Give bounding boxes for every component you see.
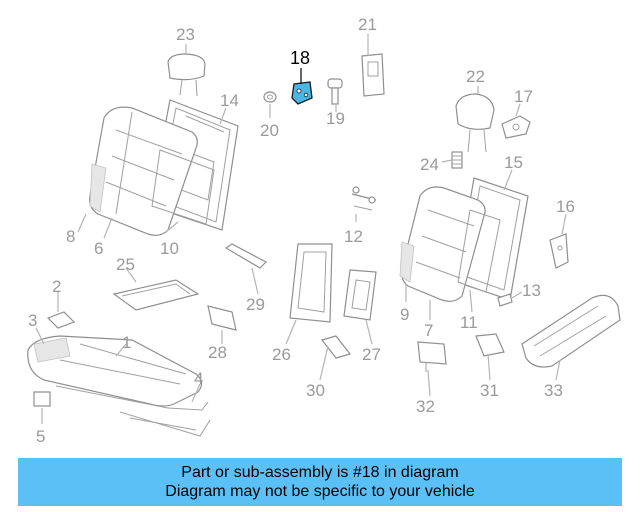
- callout-20: 20: [260, 121, 279, 140]
- part-17-headrest-guide[interactable]: [501, 115, 531, 139]
- part-4-seat-frame[interactable]: [55, 385, 211, 437]
- callout-17: 17: [514, 87, 533, 106]
- part-18-bracket[interactable]: [291, 81, 313, 105]
- part-27-bracket[interactable]: [343, 269, 377, 321]
- callout-23: 23: [176, 25, 195, 44]
- banner-line-1: Part or sub-assembly is #18 in diagram: [181, 464, 459, 481]
- callout-25: 25: [116, 255, 135, 274]
- part-13-clip[interactable]: [497, 293, 513, 307]
- callout-12: 12: [344, 227, 363, 246]
- info-banner: Part or sub-assembly is #18 in diagram D…: [18, 458, 622, 506]
- part-12-screw-kit[interactable]: [351, 186, 377, 211]
- callout-3: 3: [28, 311, 37, 330]
- part-10-back-panel[interactable]: [151, 149, 215, 225]
- callout-30: 30: [306, 381, 325, 400]
- parts-diagram: 1 2 3 4 5 6 7 8 9 10 11 12 13 14 15 16 1…: [27, 15, 621, 446]
- callout-4: 4: [194, 369, 203, 388]
- callout-13: 13: [522, 281, 541, 300]
- callout-16: 16: [556, 197, 575, 216]
- part-25-pad[interactable]: [112, 279, 200, 311]
- part-5-cap[interactable]: [33, 391, 51, 407]
- callout-33: 33: [544, 381, 563, 400]
- callout-5: 5: [36, 427, 45, 446]
- callout-22: 22: [466, 67, 485, 86]
- part-33-side-bolster[interactable]: [521, 294, 621, 368]
- part-16-bracket[interactable]: [549, 233, 569, 269]
- part-26-frame[interactable]: [289, 243, 333, 323]
- callout-7: 7: [424, 321, 433, 340]
- part-20-grommet[interactable]: [263, 91, 277, 103]
- banner-line-2: Diagram may not be specific to your vehi…: [165, 483, 475, 500]
- callout-26: 26: [272, 345, 291, 364]
- part-21-trim-cover[interactable]: [361, 53, 385, 97]
- part-2-clip[interactable]: [46, 311, 76, 329]
- part-23-headrest[interactable]: [167, 53, 206, 97]
- callout-21: 21: [358, 15, 377, 34]
- callout-11: 11: [460, 313, 478, 332]
- part-28-cover[interactable]: [207, 305, 237, 331]
- part-1-seat-cushion[interactable]: [27, 335, 203, 407]
- part-7-backrest-cushion[interactable]: [399, 186, 486, 302]
- part-24-fastener[interactable]: [451, 151, 463, 169]
- part-6-backrest-cushion[interactable]: [89, 106, 198, 236]
- part-31-bracket[interactable]: [475, 333, 505, 357]
- callout-14: 14: [220, 91, 239, 110]
- part-30-bracket[interactable]: [320, 335, 352, 359]
- part-11-back-panel[interactable]: [457, 209, 501, 293]
- part-29-trim-strip[interactable]: [224, 243, 267, 269]
- callout-15: 15: [504, 153, 523, 172]
- leader-lines: [35, 34, 567, 424]
- callout-24: 24: [420, 155, 439, 174]
- callout-29: 29: [246, 295, 265, 314]
- callout-2: 2: [52, 277, 61, 296]
- callout-6: 6: [94, 239, 103, 258]
- callout-9: 9: [400, 305, 409, 324]
- part-22-headrest[interactable]: [455, 93, 495, 153]
- callout-18-highlighted: 18: [290, 48, 310, 68]
- callout-31: 31: [480, 381, 499, 400]
- part-19-bolt[interactable]: [327, 78, 343, 105]
- callout-19: 19: [326, 109, 345, 128]
- callout-8: 8: [66, 227, 75, 246]
- callout-10: 10: [160, 239, 179, 258]
- callout-1: 1: [122, 333, 131, 352]
- callout-32: 32: [416, 397, 435, 416]
- callout-27: 27: [362, 345, 381, 364]
- part-32-bracket[interactable]: [417, 341, 447, 372]
- callout-28: 28: [208, 343, 227, 362]
